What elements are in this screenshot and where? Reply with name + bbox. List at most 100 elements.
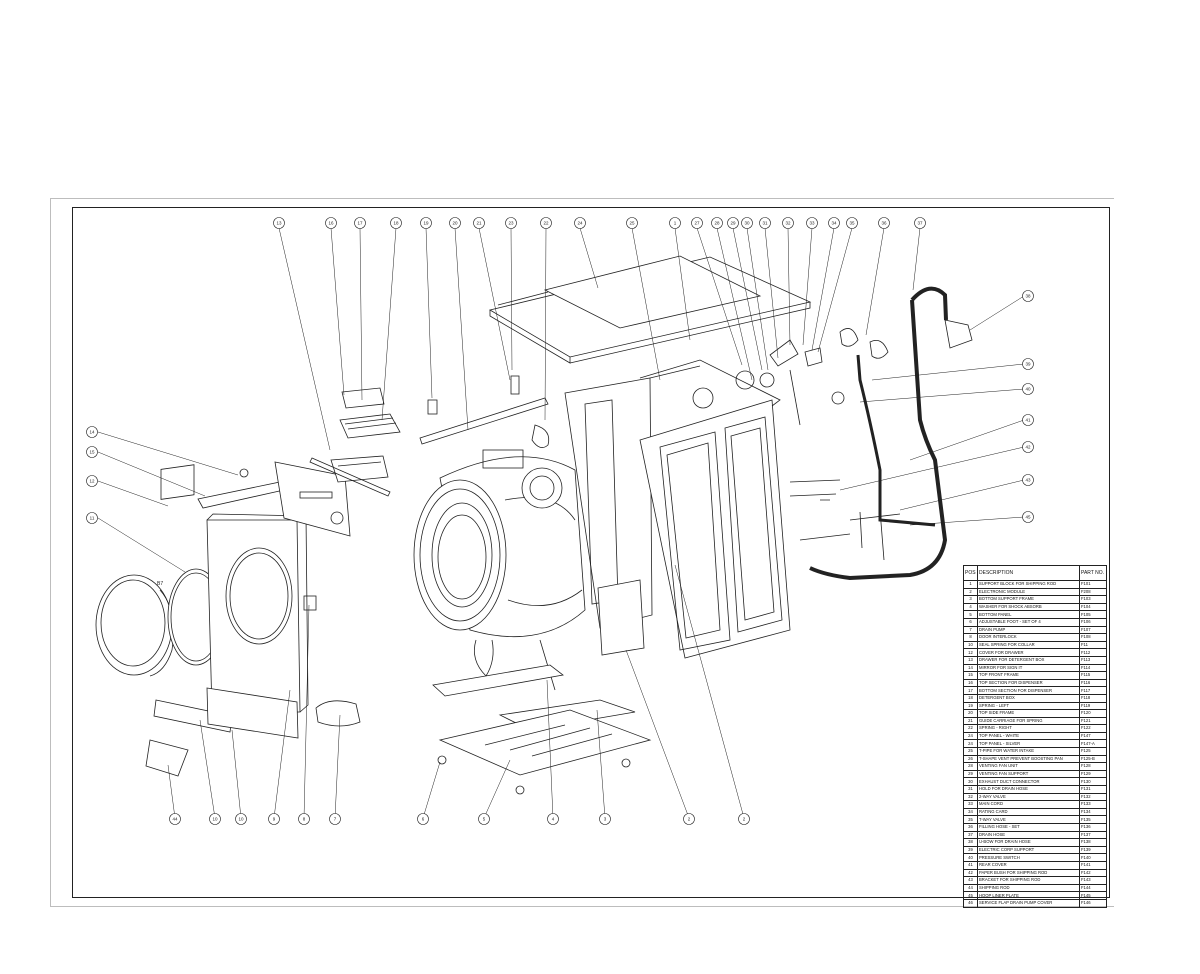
description-cell: DOOR INTERLOCK xyxy=(977,633,1080,642)
callout-number: 25 xyxy=(629,221,635,226)
description-cell: ADJUSTABLE FOOT - SET OF 4 xyxy=(977,617,1080,627)
callout-number: 29 xyxy=(730,221,736,226)
description-cell: SERVICE FLAP DRAIN PUMP COVER xyxy=(977,898,1080,908)
callout-circle xyxy=(806,217,818,229)
callout-number: 37 xyxy=(917,221,923,226)
part-no-cell: F107 xyxy=(1079,625,1107,635)
pos-cell: 38 xyxy=(963,838,978,847)
part-no-cell: F104 xyxy=(1079,602,1107,612)
callout-circle xyxy=(325,217,337,229)
part-no-cell: F132 xyxy=(1079,792,1107,802)
part-no-cell: F129 xyxy=(1079,769,1107,779)
callout-circle xyxy=(1022,383,1034,395)
callout-number: 30 xyxy=(744,221,750,226)
part-no-cell: F136 xyxy=(1079,823,1107,832)
callout-circle xyxy=(390,217,402,229)
callout-number: 17 xyxy=(357,221,363,226)
callout-number: 28 xyxy=(714,221,720,226)
callout-circle xyxy=(354,217,366,229)
callout-circle xyxy=(86,512,98,524)
header-part-no: PART NO. xyxy=(1079,565,1107,581)
description-cell: SEAL SPRING FOR COLLAR xyxy=(977,640,1080,650)
description-cell: TOP PANEL - WHITE xyxy=(977,731,1080,741)
callout-number: 32 xyxy=(785,221,791,226)
description-cell: FILLING HOSE - SET xyxy=(977,823,1080,832)
pos-cell: 25 xyxy=(963,747,978,756)
pos-cell: 16 xyxy=(963,678,978,688)
valves-fan xyxy=(692,328,889,426)
part-no-cell: F138 xyxy=(1079,838,1107,847)
callout-circle xyxy=(298,813,310,825)
callout-number: 2 xyxy=(743,817,746,822)
pos-cell: 12 xyxy=(963,648,978,657)
pos-cell: 24 xyxy=(963,731,978,741)
pos-cell: 2 xyxy=(963,587,978,597)
description-cell: ELECTRONIC MODULE xyxy=(977,587,1080,597)
callout-number: 15 xyxy=(89,450,95,455)
callout-number: 24 xyxy=(577,221,583,226)
pos-cell: 22 xyxy=(963,724,978,733)
pos-cell: 18 xyxy=(963,693,978,703)
callout-circle xyxy=(741,217,753,229)
pos-cell: 28 xyxy=(963,762,978,771)
top-panel xyxy=(488,255,812,364)
callout-circle xyxy=(268,813,280,825)
callout-circle xyxy=(473,217,485,229)
callout-number: 45 xyxy=(1025,515,1031,520)
header-description: DESCRIPTION xyxy=(977,565,1080,581)
part-no-cell: F145 xyxy=(1079,891,1107,900)
callout-circle xyxy=(727,217,739,229)
part-no-cell: F116 xyxy=(1079,678,1107,688)
part-no-cell: F120 xyxy=(1079,709,1107,718)
callout-number: 12 xyxy=(89,479,95,484)
part-no-cell: F141 xyxy=(1079,860,1107,870)
description-cell: TOP SIDE FRAME xyxy=(977,709,1080,718)
shipping-rods xyxy=(789,479,901,561)
callout-circle xyxy=(209,813,221,825)
callout-circle xyxy=(329,813,341,825)
callout-circle xyxy=(273,217,285,229)
callout-circle xyxy=(235,813,247,825)
callout-circle xyxy=(828,217,840,229)
part-no-cell: F134 xyxy=(1079,807,1107,817)
callout-circle xyxy=(540,217,552,229)
part-no-cell: F131 xyxy=(1079,785,1107,794)
callout-number: 44 xyxy=(172,817,178,822)
pos-cell: 13 xyxy=(963,655,978,665)
pos-cell: 26 xyxy=(963,754,978,764)
callout-number: 40 xyxy=(1025,387,1031,392)
callout-circle xyxy=(846,217,858,229)
callout-circle xyxy=(599,813,611,825)
description-cell: BRACKET FOR SHIPPING ROD xyxy=(977,876,1080,885)
callout-circle xyxy=(782,217,794,229)
pos-cell: 17 xyxy=(963,686,978,695)
callout-circle xyxy=(86,475,98,487)
part-no-cell: F140 xyxy=(1079,853,1107,862)
description-cell: TOP SECTION FOR DISPENSER xyxy=(977,678,1080,688)
part-no-cell: F208 xyxy=(1079,587,1107,597)
callout-number: 9 xyxy=(273,817,276,822)
pos-cell: 29 xyxy=(963,769,978,779)
callout-circle xyxy=(169,813,181,825)
description-cell: PRESSURE SWITCH xyxy=(977,853,1080,862)
pos-cell: 33 xyxy=(963,800,978,809)
pos-cell: 41 xyxy=(963,860,978,870)
